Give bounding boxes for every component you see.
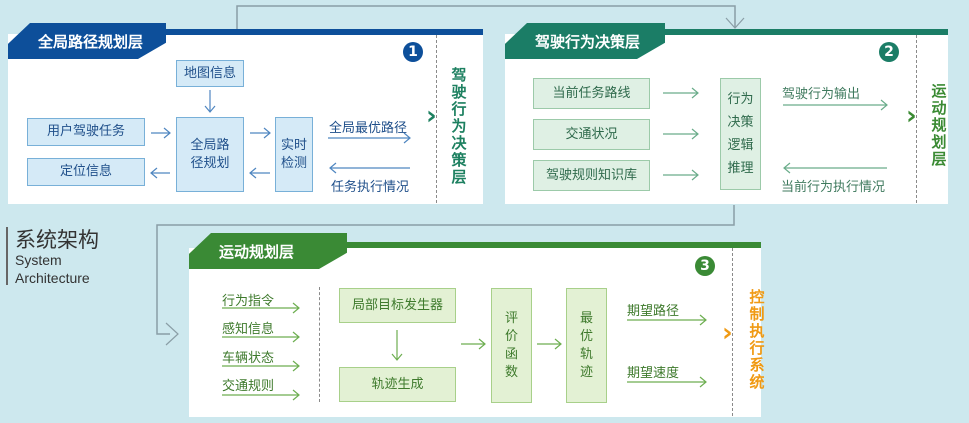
layer2-topbar (660, 29, 948, 35)
connector-arrowhead (165, 322, 179, 346)
feedback-label: 任务执行情况 (331, 180, 410, 195)
logic-box-line: 行为 (727, 92, 754, 107)
chevron-right-icon: › (722, 318, 733, 348)
side-title-en-1: System (15, 252, 62, 268)
input-label: 行为指令 (222, 294, 275, 309)
location-box: 定位信息 (27, 158, 145, 186)
side-title-bar (6, 227, 8, 285)
chevron-right-icon: › (906, 101, 917, 131)
user-task-box: 用户驾驶任务 (27, 118, 145, 146)
layer3-topbar (340, 242, 761, 248)
input-box: 驾驶规则知识库 (533, 160, 650, 191)
output-label: 期望速度 (627, 366, 680, 381)
chevron-right-icon: › (426, 101, 437, 131)
connector-arrowhead (725, 17, 745, 29)
layer2-divider (916, 35, 917, 203)
logic-box-line: 逻辑 (727, 138, 754, 153)
map-info-box: 地图信息 (176, 60, 244, 87)
next-layer-label: 驾驶行为决策层 (451, 66, 467, 186)
behavior-output-label: 驾驶行为输出 (782, 87, 861, 102)
logic-box-line: 推理 (727, 161, 754, 176)
layer3-number-badge: 3 (695, 256, 715, 276)
behavior-feedback-label: 当前行为执行情况 (781, 180, 886, 195)
trajectory-gen-box: 轨迹生成 (339, 367, 456, 402)
output-label: 期望路径 (627, 304, 680, 319)
logic-box-line: 决策 (727, 115, 754, 130)
side-title-zh: 系统架构 (15, 228, 99, 252)
layer2-number-badge: 2 (879, 42, 899, 62)
next-layer-label: 控制执行系统 (749, 288, 765, 391)
next-layer-label: 运动规划层 (931, 82, 947, 168)
layer3-divider (732, 248, 733, 416)
side-title-en-2: Architecture (15, 270, 90, 286)
layer1-number-badge: 1 (403, 42, 423, 62)
realtime-detect-box: 实时检测 (275, 117, 313, 192)
optimal-traj-box: 最优轨迹 (566, 288, 607, 403)
logic-box: 行为 决策 逻辑 推理 (720, 78, 761, 190)
input-label: 感知信息 (222, 322, 275, 337)
layer3-input-divider (319, 287, 320, 402)
layer1-topbar (160, 29, 483, 35)
global-output-label: 全局最优路径 (329, 121, 408, 136)
input-box: 当前任务路线 (533, 78, 650, 109)
input-label: 车辆状态 (222, 351, 275, 366)
local-goal-box: 局部目标发生器 (339, 288, 456, 323)
layer2-title-tab: 驾驶行为决策层 (505, 23, 665, 59)
layer1-divider (436, 35, 437, 203)
layer3-title-tab: 运动规划层 (189, 233, 347, 269)
global-planning-box: 全局路径规划 (176, 117, 244, 192)
input-box: 交通状况 (533, 119, 650, 150)
eval-function-box: 评价函数 (491, 288, 532, 403)
input-label: 交通规则 (222, 379, 275, 394)
layer1-title-tab: 全局路径规划层 (8, 23, 166, 59)
